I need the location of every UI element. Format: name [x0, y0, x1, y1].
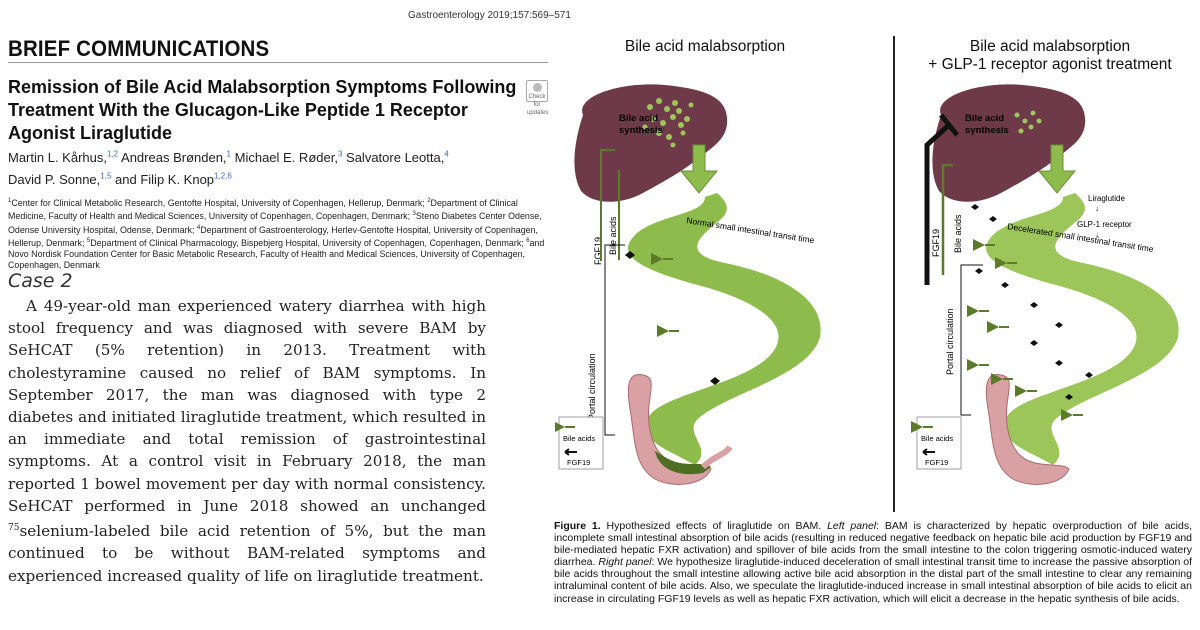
crossmark-label: Check for updates: [527, 94, 549, 116]
case-heading: Case 2: [8, 270, 73, 292]
figure-illustration: Bile acid synthesis FGF19 Portal circula…: [555, 84, 1179, 485]
section-heading: BRIEF COMMUNICATIONS: [8, 36, 270, 61]
portal-label-right: Portal circulation: [945, 308, 955, 375]
left-panel: Bile acid synthesis FGF19 Portal circula…: [555, 84, 821, 485]
crossmark-icon: [532, 83, 542, 92]
crossmark-badge[interactable]: Check for updates: [526, 80, 548, 116]
synthesis-label-right-line2: synthesis: [965, 125, 1009, 136]
case-body: A 49-year-old man experienced watery dia…: [8, 297, 486, 585]
legend-fgf19-left: FGF19: [567, 458, 590, 467]
bile-acid-arrows-right: [967, 239, 1083, 421]
bile-droplets-right: [1014, 110, 1042, 134]
legend-box-right: [916, 416, 962, 470]
bile-acids-label-left: Bile acids: [608, 216, 618, 255]
synthesis-label-line2: synthesis: [619, 125, 663, 136]
liver: [574, 84, 728, 202]
small-intestine-right: [986, 193, 1179, 465]
colon-bile-spillover: [655, 451, 711, 475]
author-6[interactable]: and Filip K. Knop1,2,6: [115, 171, 232, 187]
fgf19-label-right: FGF19: [931, 229, 941, 257]
right-panel: Bile acid synthesis FGF19 Bile acids Por…: [911, 84, 1179, 485]
fgf19-arrows-right: [971, 204, 1093, 400]
fgf19-arrows-left: [625, 251, 720, 385]
figure-caption: Figure 1. Hypothesized effects of liragl…: [554, 520, 1192, 605]
author-1[interactable]: Martin L. Kårhus,1,2: [8, 150, 119, 166]
author-list: Martin L. Kårhus,1,2 Andreas Brønden,1 M…: [8, 146, 548, 189]
svg-text:↓: ↓: [1095, 230, 1099, 239]
fgf19-label-left: FGF19: [593, 237, 603, 265]
right-panel-title: Bile acid malabsorption+ GLP-1 receptor …: [928, 38, 1172, 73]
panel-divider: [893, 36, 895, 512]
legend-bile-acids-left: Bile acids: [563, 434, 595, 443]
legend-fgf19-right: FGF19: [925, 458, 948, 467]
small-intestine: [628, 193, 821, 465]
portal-label-left: Portal circulation: [587, 353, 597, 420]
section-rule: [8, 62, 548, 63]
bile-acid-arrows-left: [651, 253, 679, 337]
colon-right: [985, 374, 1070, 485]
author-3[interactable]: Michael E. Røder,3: [234, 150, 343, 166]
article-title: Remission of Bile Acid Malabsorption Sym…: [8, 77, 517, 143]
author-5[interactable]: David P. Sonne,1,5: [8, 171, 112, 187]
bile-droplets: [642, 98, 694, 148]
legend-bile-acids-right: Bile acids: [921, 434, 953, 443]
bile-acids-label-right: Bile acids: [953, 214, 963, 253]
left-panel-title: Bile acid malabsorption: [624, 38, 786, 55]
colon: [627, 374, 712, 485]
svg-text:↓: ↓: [1095, 204, 1099, 213]
affiliations: 1Center for Clinical Metabolic Research,…: [8, 197, 545, 271]
bile-duct-arrow: [679, 144, 719, 194]
synthesis-label-line1: Bile acid: [619, 113, 658, 124]
bile-duct-arrow-right: [1037, 144, 1077, 194]
journal-reference: Gastroenterology 2019;157:569–571: [408, 10, 571, 21]
legend-box-left: [558, 416, 604, 470]
synthesis-label-right-line1: Bile acid: [965, 113, 1004, 124]
fgf19-feedback-thick: [924, 123, 951, 285]
author-4[interactable]: Salvatore Leotta,4: [346, 150, 449, 166]
author-2[interactable]: Andreas Brønden,1: [121, 150, 231, 166]
liver-right: [932, 84, 1086, 202]
liraglutide-label: Liraglutide: [1088, 194, 1125, 203]
glp1r-label: GLP-1 receptor: [1077, 220, 1132, 229]
